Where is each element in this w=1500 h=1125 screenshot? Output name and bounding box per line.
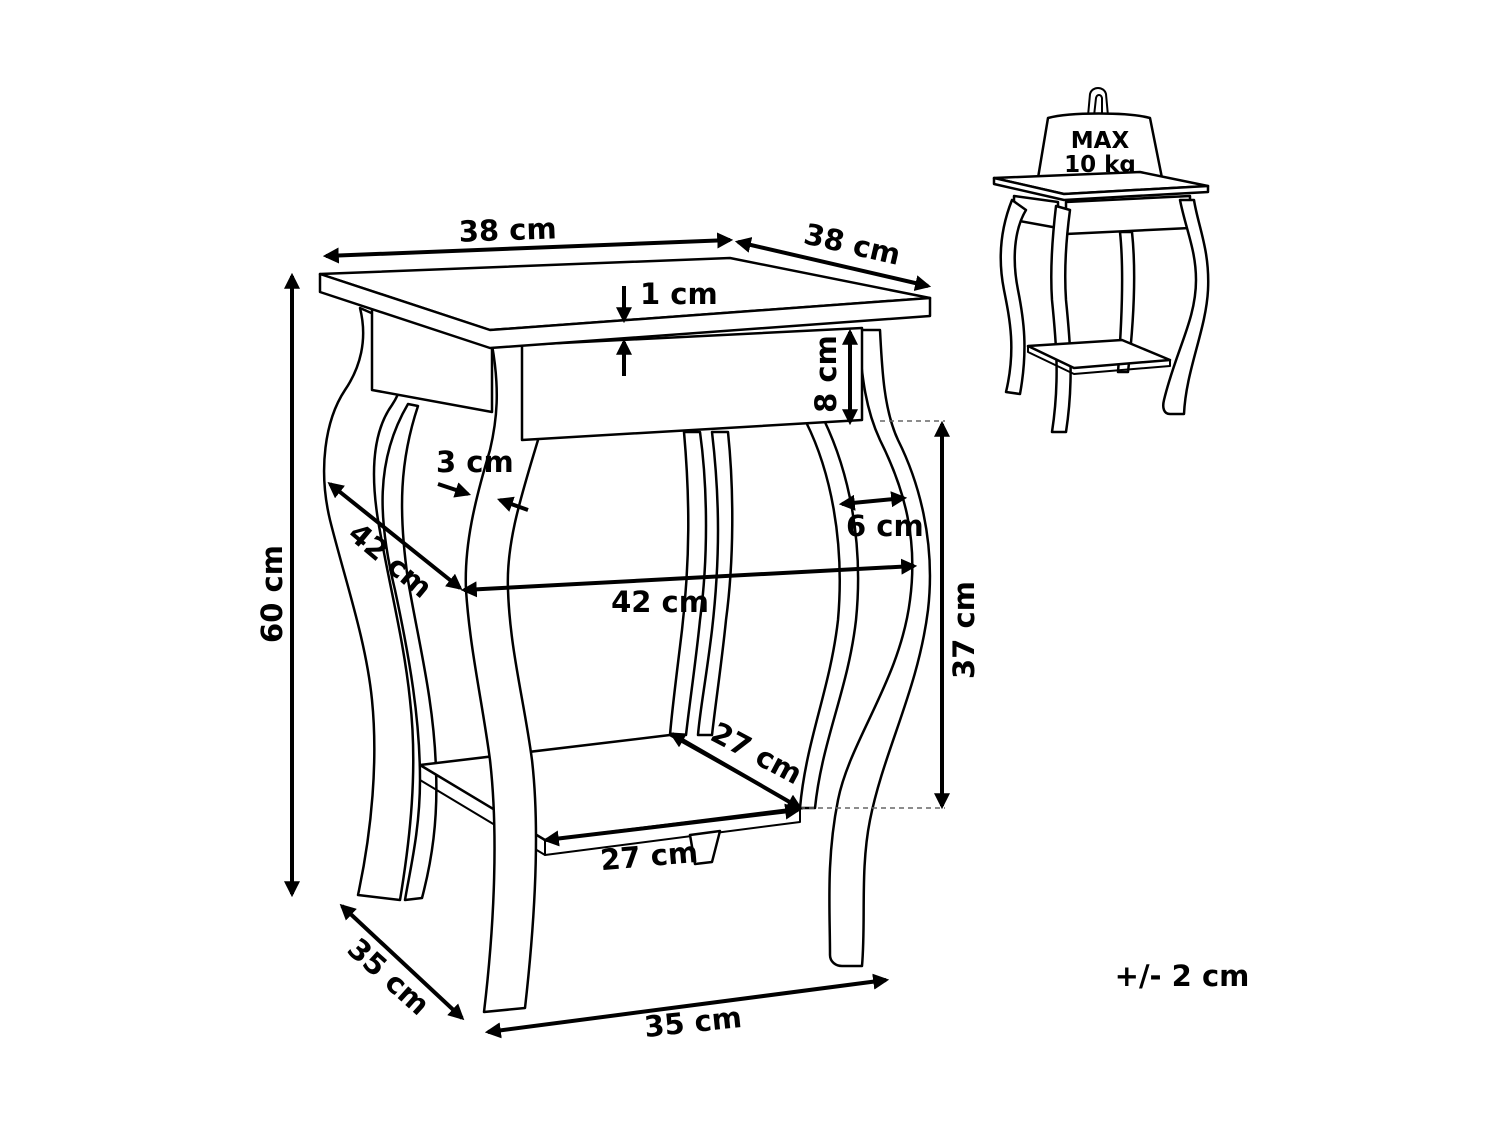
- front-left-leg: [322, 306, 415, 902]
- label-base-width: 35 cm: [643, 1000, 744, 1044]
- dim-top-depth-line: [734, 237, 932, 291]
- dim-leg-arrow-right: [496, 496, 529, 512]
- label-leg-thickness: 3 cm: [436, 445, 514, 479]
- dim-shelf-depth-line: [669, 732, 803, 810]
- dim-mid-depth-line: [327, 482, 463, 590]
- drawer-panel: [520, 326, 864, 442]
- dim-base-depth-line: [339, 903, 465, 1021]
- label-total-height: 60 cm: [255, 545, 289, 643]
- label-leg-curve: 6 cm: [846, 509, 924, 543]
- weight-icon-handle: [1087, 87, 1109, 117]
- label-top-depth: 38 cm: [801, 217, 904, 272]
- label-shelf-width: 27 cm: [599, 835, 699, 877]
- label-base-depth: 35 cm: [341, 931, 436, 1022]
- label-top-width: 38 cm: [458, 211, 557, 248]
- label-top-thickness: 1 cm: [640, 277, 718, 311]
- label-drawer-height: 8 cm: [809, 335, 843, 413]
- tolerance-note: +/- 2 cm: [1115, 959, 1250, 993]
- label-shelf-height: 37 cm: [947, 581, 981, 679]
- dim-leg-arrow-left: [437, 482, 472, 498]
- dim-top-width-line: [322, 232, 734, 264]
- dim-base-width-line: [484, 973, 890, 1039]
- dim-leg-curve-line: [838, 491, 908, 511]
- dim-mid-width-line: [460, 558, 918, 598]
- dim-shelf-width-line: [542, 803, 802, 847]
- max-load-label: MAX: [1071, 128, 1130, 154]
- back-right-leg-3: [798, 418, 860, 810]
- front-right-leg: [828, 328, 932, 968]
- label-mid-width: 42 cm: [611, 585, 709, 619]
- dimension-lines: [284, 232, 950, 1039]
- back-right-leg: [668, 430, 708, 737]
- max-load-inset: MAX 10 kg: [992, 87, 1210, 434]
